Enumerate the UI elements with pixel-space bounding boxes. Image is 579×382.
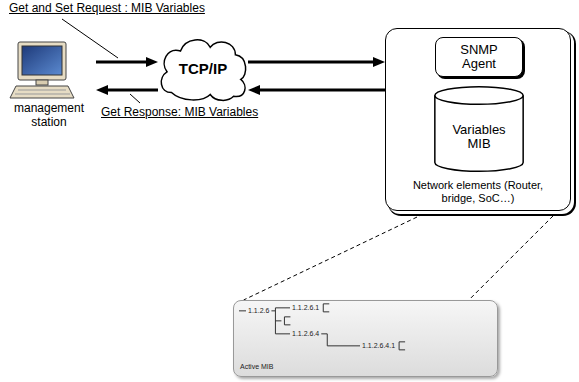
text-holder: SNMP Agent [436,38,522,76]
tree-leaf-bracket [323,304,329,312]
tree-branch [275,307,290,308]
tree-leaf-bracket [399,342,405,350]
leader-line [130,94,140,103]
mib-cylinder: Variables MIB [433,85,525,173]
message-arrow [102,89,158,92]
leader-line [62,19,118,58]
mib-tree-label: 1.1.2.6.4 [292,330,319,338]
tree-branch [275,320,281,321]
message-arrow [248,61,379,64]
tree-branch [327,345,360,346]
zoom-leader [469,211,558,300]
text-holder: management station [2,40,96,140]
callout-label: Get Response: MIB Variables [100,105,259,119]
station-label: management station [4,102,94,130]
network-cloud: TCP/IP [158,34,248,102]
tree-branch [321,333,327,334]
agent-box: SNMP Agent [435,37,523,77]
tree-leaf-bracket [284,317,290,325]
text-holder: Variables MIB [433,85,525,173]
mib-tree-label: 1.1.2.6.1 [292,304,319,312]
mib-zoom-panel: 1.1.2.6 1.1.2.6.1 1.1.2.6.4 1.1.2.6.4.1Acti… [233,300,498,377]
message-arrow [254,89,385,92]
cylinder-body [435,87,523,171]
keyboard-keys [15,90,70,94]
tree-branch [239,310,246,311]
tree-branch [271,310,275,311]
cylinder-rim [435,96,523,105]
workstation-node: management station [2,40,96,140]
text-holder: TCP/IP [158,34,248,102]
zoom-leader [244,211,430,300]
mib-tree-label: Active MIB [240,363,273,371]
mib-tree-label: 1.1.2.6.4.1 [362,342,395,350]
callout-label: Get and Set Request : MIB Variables [8,1,206,15]
message-arrow [96,61,152,64]
agent-label: SNMP Agent [452,43,506,72]
monitor-stand [36,80,48,85]
element-caption: Network elements (Router, bridge, SoC…) [412,179,544,205]
tree-branch [327,334,328,346]
cloud-label: TCP/IP [179,60,227,77]
monitor-case [18,42,66,80]
keyboard [10,86,74,98]
cloud-shape [161,40,245,101]
network-element-box: Network elements (Router, bridge, SoC…) S… [385,28,571,211]
monitor-screen [22,46,62,75]
mib-tree-label: 1.1.2.6 [248,307,269,315]
tree-branch [275,333,290,334]
mib-label: Variables MIB [445,123,513,152]
computer-icon [10,42,74,98]
